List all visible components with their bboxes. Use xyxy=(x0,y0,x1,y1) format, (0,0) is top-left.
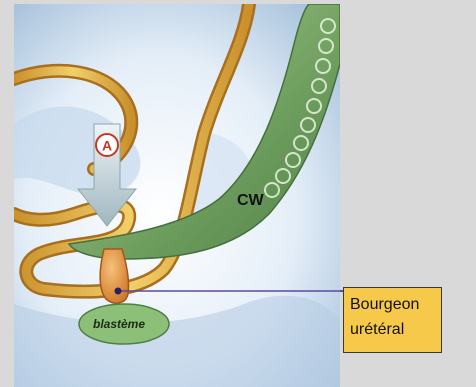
pointer-dot xyxy=(115,288,122,295)
marker-a-label: A xyxy=(102,138,112,154)
cw-label: CW xyxy=(237,192,265,209)
callout-line-2: urétéral xyxy=(350,317,435,342)
callout-line-1: Bourgeon xyxy=(350,292,435,317)
blastema-label: blastème xyxy=(93,317,145,331)
embryology-illustration: A CW blastème xyxy=(14,4,340,387)
ureteric-bud xyxy=(100,249,128,303)
callout-box: Bourgeon urétéral xyxy=(343,287,442,353)
